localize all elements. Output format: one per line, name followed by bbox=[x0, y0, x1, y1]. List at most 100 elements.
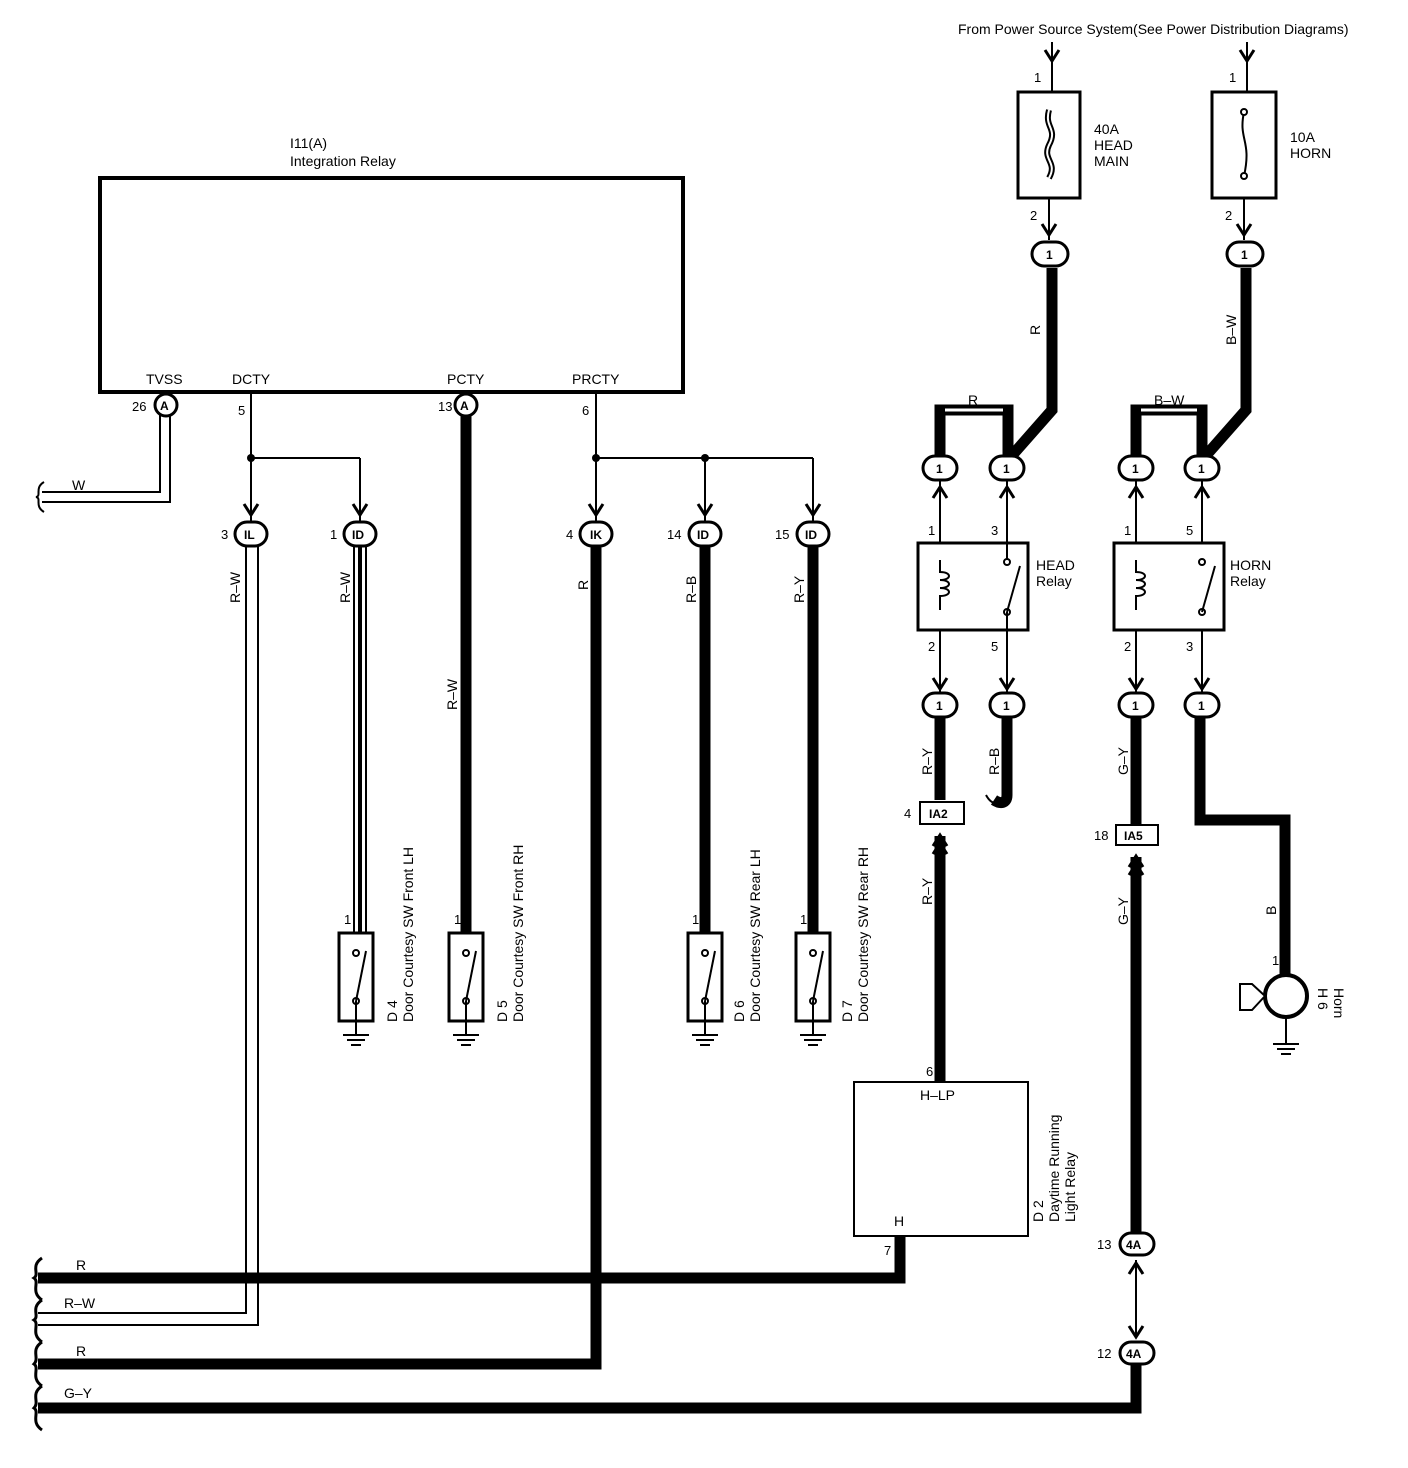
switch-d4-id: D 4 bbox=[384, 1000, 400, 1022]
junction-1-head-fuse: 1 bbox=[1030, 240, 1070, 268]
connector-id-1: ID 1 bbox=[330, 520, 378, 548]
drl-pin-top: 6 bbox=[926, 1064, 933, 1079]
drl-name-1: Daytime Running bbox=[1046, 1115, 1062, 1222]
wire-r-feed: R bbox=[1027, 325, 1043, 335]
junction-label: 1 bbox=[1132, 699, 1139, 713]
term-prcty: PRCTY bbox=[572, 371, 620, 387]
horn-h6: 1 H 6 Horn bbox=[1239, 953, 1347, 1055]
integration-relay: I11(A) Integration Relay TVSS DCTY PCTY … bbox=[98, 135, 685, 394]
switch-d6-id: D 6 bbox=[731, 1000, 747, 1022]
switch-d5: 1 D 5 Door Courtesy SW Front RH bbox=[447, 845, 526, 1046]
horn-relay-pin1: 1 bbox=[1124, 523, 1131, 538]
fuse-horn-pin-in: 1 bbox=[1229, 70, 1236, 85]
connector-ia2-code: IA2 bbox=[929, 807, 948, 821]
fuse-horn-pin-out: 2 bbox=[1225, 208, 1232, 223]
drl-id: D 2 bbox=[1030, 1200, 1046, 1222]
junction-1-horn-b: 1 bbox=[1183, 454, 1221, 482]
connector-id-14: ID 14 bbox=[667, 520, 723, 548]
junction-1-horn-a: 1 bbox=[1117, 454, 1155, 482]
wire-b: B bbox=[1263, 906, 1279, 915]
connector-4a13-pin: 13 bbox=[1097, 1237, 1111, 1252]
pin-dcty: 5 bbox=[238, 403, 245, 418]
horn-relay: 1 5 2 3 HORN Relay bbox=[1112, 523, 1271, 654]
pin-pcty: 13 bbox=[438, 399, 452, 414]
switch-d4: 1 D 4 Door Courtesy SW Front LH bbox=[337, 847, 416, 1046]
drl-pin-bottom: 7 bbox=[884, 1243, 891, 1258]
horn-pin: 1 bbox=[1272, 953, 1279, 968]
head-relay-pin2: 2 bbox=[928, 639, 935, 654]
wire-rw-bottom: R–W bbox=[64, 1295, 96, 1311]
term-pcty: PCTY bbox=[447, 371, 485, 387]
switch-d4-name: Door Courtesy SW Front LH bbox=[400, 847, 416, 1022]
wire-ry-2: R–Y bbox=[919, 877, 935, 905]
wire-r-top: R bbox=[968, 392, 978, 408]
connector-ia2: IA2 4 bbox=[904, 801, 965, 825]
horn-relay-pin5: 5 bbox=[1186, 523, 1193, 538]
connector-ia5: IA5 18 bbox=[1094, 824, 1159, 846]
fuse-head-rating: 40A bbox=[1094, 121, 1120, 137]
switch-d7-id: D 7 bbox=[839, 1000, 855, 1022]
wire-ry-1: R–Y bbox=[919, 747, 935, 775]
horn-id: H 6 bbox=[1315, 988, 1331, 1010]
drl-relay-d2: H–LP H 6 7 D 2 Daytime Running Light Rel… bbox=[853, 1064, 1078, 1258]
wire-rw-d4: R–W bbox=[337, 571, 353, 603]
connector-ik-pin: 4 bbox=[566, 527, 573, 542]
connector-a-13: A bbox=[453, 392, 479, 418]
switch-d7-pin: 1 bbox=[800, 912, 807, 927]
connector-ik-code: IK bbox=[590, 528, 602, 542]
connector-ik: IK 4 bbox=[566, 520, 614, 548]
fuse-head-name2: MAIN bbox=[1094, 153, 1129, 169]
connector-id1-code: ID bbox=[352, 528, 364, 542]
wire-r-drl: R bbox=[76, 1257, 86, 1273]
connector-4a12-code: 4A bbox=[1126, 1347, 1142, 1361]
connector-ia2-pin: 4 bbox=[904, 806, 911, 821]
connector-id15-code: ID bbox=[805, 528, 817, 542]
fuse-head-main: 1 2 40A HEAD MAIN bbox=[1016, 70, 1133, 223]
switch-d7: 1 D 7 Door Courtesy SW Rear RH bbox=[794, 847, 871, 1046]
switch-d7-name: Door Courtesy SW Rear RH bbox=[855, 847, 871, 1022]
wire-bw-feed: B–W bbox=[1223, 314, 1239, 345]
head-relay-pin5: 5 bbox=[991, 639, 998, 654]
connector-4a-12: 4A 12 bbox=[1097, 1340, 1156, 1366]
horn-relay-pin3: 3 bbox=[1186, 639, 1193, 654]
fuse-head-pin-out: 2 bbox=[1030, 208, 1037, 223]
wire-gy-1: G–Y bbox=[1115, 746, 1131, 775]
wire-rw-il: R–W bbox=[227, 571, 243, 603]
pin-prcty: 6 bbox=[582, 403, 589, 418]
fuse-horn-rating: 10A bbox=[1290, 129, 1316, 145]
wire-r-bottom: R bbox=[76, 1343, 86, 1359]
wire-gy-2: G–Y bbox=[1115, 896, 1131, 925]
connector-4a-13: 4A 13 bbox=[1097, 1231, 1156, 1257]
junction-1-horn-fuse: 1 bbox=[1225, 240, 1265, 268]
switch-d5-pin: 1 bbox=[454, 912, 461, 927]
connector-id-15: ID 15 bbox=[775, 520, 831, 548]
switch-d6: 1 D 6 Door Courtesy SW Rear LH bbox=[686, 849, 763, 1046]
horn-relay-name: HORN bbox=[1230, 557, 1271, 573]
wire-rb-d6: R–B bbox=[683, 576, 699, 603]
head-relay-pin1: 1 bbox=[928, 523, 935, 538]
relay-name: Integration Relay bbox=[290, 153, 396, 169]
switch-d4-pin: 1 bbox=[344, 912, 351, 927]
connector-a-label: A bbox=[460, 399, 469, 413]
connector-4a13-code: 4A bbox=[1126, 1238, 1142, 1252]
connector-a-label: A bbox=[160, 399, 169, 413]
fuse-horn: 1 2 10A HORN bbox=[1210, 70, 1331, 223]
switch-d5-id: D 5 bbox=[494, 1000, 510, 1022]
head-relay-pin3: 3 bbox=[991, 523, 998, 538]
junction-label: 1 bbox=[1003, 462, 1010, 476]
junction-1-head-d: 1 bbox=[988, 691, 1026, 719]
junction-label: 1 bbox=[1003, 699, 1010, 713]
connector-il-pin: 3 bbox=[221, 527, 228, 542]
drl-term-hlp: H–LP bbox=[920, 1087, 955, 1103]
head-relay-name: HEAD bbox=[1036, 557, 1075, 573]
switch-d6-pin: 1 bbox=[692, 912, 699, 927]
wire-bw-top: B–W bbox=[1154, 392, 1185, 408]
junction-1-horn-c: 1 bbox=[1117, 691, 1155, 719]
pin-tvss: 26 bbox=[132, 399, 146, 414]
switch-d5-name: Door Courtesy SW Front RH bbox=[510, 845, 526, 1022]
drl-name-2: Light Relay bbox=[1062, 1152, 1078, 1222]
junction-label: 1 bbox=[936, 462, 943, 476]
junction-label: 1 bbox=[1046, 248, 1053, 262]
horn-relay-type: Relay bbox=[1230, 573, 1266, 589]
fuse-horn-name: HORN bbox=[1290, 145, 1331, 161]
